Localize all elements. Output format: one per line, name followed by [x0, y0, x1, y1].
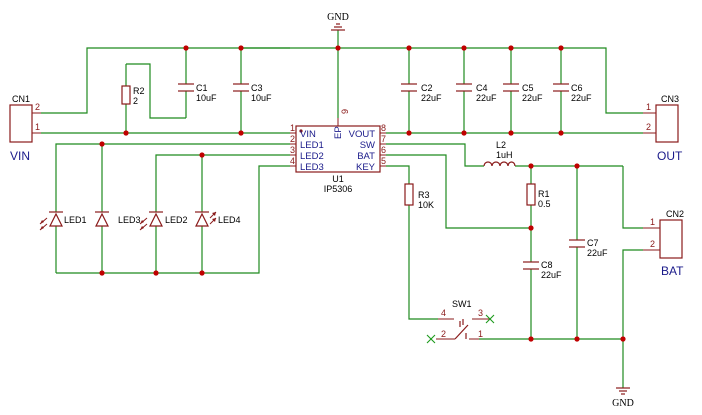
- u1-pin-num-1: 1: [290, 123, 295, 133]
- u1-ref: U1: [332, 174, 344, 184]
- led-led2: LED2: [139, 211, 188, 231]
- resistor-r3: R3 10K: [404, 183, 434, 210]
- cn3-pin-2: 2: [646, 122, 651, 132]
- cn1-ref: CN1: [12, 94, 30, 104]
- capacitor-c4: C4 22uF: [456, 83, 497, 103]
- led3-ref: LED3: [118, 215, 141, 225]
- cn1-pin-2: 2: [35, 102, 40, 112]
- c6-value: 22uF: [571, 93, 592, 103]
- cn1-pin-1: 1: [35, 122, 40, 132]
- gnd-symbol-bottom: GND: [612, 387, 634, 409]
- gnd-label-bottom: GND: [612, 398, 634, 409]
- c4-ref: C4: [476, 83, 488, 93]
- cn2-pin-2: 2: [650, 239, 655, 249]
- u1-pin-name-led1: LED1: [300, 140, 324, 151]
- led2-ref: LED2: [165, 215, 188, 225]
- r2-value: 2: [133, 96, 138, 106]
- u1-pin-name-ep: EP: [333, 126, 344, 139]
- led-led1: LED1: [39, 211, 87, 231]
- u1-pin-num-9: 9: [340, 109, 350, 114]
- gnd-label-top: GND: [327, 12, 349, 23]
- c8-value: 22uF: [541, 270, 562, 280]
- cn2-label: BAT: [661, 264, 684, 278]
- u1-pin-num-8: 8: [381, 123, 386, 133]
- cn1-label: VIN: [10, 149, 30, 163]
- sw1-pin-1: 1: [478, 329, 483, 339]
- led4-ref: LED4: [218, 215, 241, 225]
- c3-value: 10uF: [251, 93, 272, 103]
- u1-pin-num-2: 2: [290, 134, 295, 144]
- capacitor-c1: C1 10uF: [178, 83, 217, 103]
- switch-sw1: SW1 4 3 2 1: [426, 299, 495, 344]
- wires: [41, 30, 643, 388]
- u1-pin-name-key: KEY: [356, 162, 376, 173]
- c2-ref: C2: [421, 83, 433, 93]
- u1-pin-num-4: 4: [290, 156, 295, 166]
- sw1-ref: SW1: [452, 299, 472, 309]
- resistor-r2: R2 2: [121, 85, 145, 106]
- cn2-pin-1: 1: [650, 217, 655, 227]
- u1-pin-name-vout: VOUT: [349, 129, 376, 140]
- led-led3: LED3: [95, 211, 141, 227]
- c7-value: 22uF: [587, 248, 608, 258]
- led1-ref: LED1: [64, 215, 87, 225]
- capacitor-c5: C5 22uF: [503, 83, 543, 103]
- resistor-r1: R1 0.5: [526, 183, 551, 209]
- u1-pin-num-7: 7: [381, 134, 386, 144]
- r2-ref: R2: [133, 86, 145, 96]
- sw1-pin-3: 3: [478, 308, 483, 318]
- capacitor-c6: C6 22uF: [553, 83, 592, 103]
- c1-ref: C1: [196, 83, 208, 93]
- r1-value: 0.5: [538, 199, 551, 209]
- u1-pin-name-bat: BAT: [357, 151, 375, 162]
- u1-pin-num-5: 5: [381, 156, 386, 166]
- c3-ref: C3: [251, 83, 263, 93]
- capacitor-c3: C3 10uF: [233, 83, 272, 103]
- cn3-pin-1: 1: [646, 102, 651, 112]
- ic-u1: 1 2 3 4 VIN LED1 LED2 LED3 8 7 6 5 VOUT …: [290, 109, 386, 194]
- capacitor-c2: C2 22uF: [401, 83, 442, 103]
- u1-pin-num-6: 6: [381, 145, 386, 155]
- u1-pin-name-led2: LED2: [300, 151, 324, 162]
- c5-value: 22uF: [522, 93, 543, 103]
- c1-value: 10uF: [196, 93, 217, 103]
- c5-ref: C5: [522, 83, 534, 93]
- connector-cn3: CN3 1 2 OUT: [643, 94, 683, 163]
- l2-value: 1uH: [496, 150, 513, 160]
- connector-cn1: CN1 2 1 VIN: [9, 94, 41, 163]
- c2-value: 22uF: [421, 93, 442, 103]
- u1-pin-name-vin: VIN: [300, 129, 316, 140]
- cn3-ref: CN3: [661, 94, 679, 104]
- c7-ref: C7: [587, 238, 599, 248]
- connector-cn2: CN2 1 2 BAT: [643, 209, 684, 278]
- l2-ref: L2: [496, 140, 506, 150]
- capacitor-c7: C7 22uF: [569, 238, 608, 258]
- u1-pin-name-led3: LED3: [300, 162, 324, 173]
- r3-value: 10K: [418, 200, 434, 210]
- r1-ref: R1: [538, 189, 550, 199]
- cn3-label: OUT: [657, 149, 683, 163]
- sw1-pin-4: 4: [441, 308, 446, 318]
- u1-pin-name-sw: SW: [360, 140, 375, 151]
- gnd-symbol-top: GND: [327, 12, 349, 31]
- led-led4: LED4: [195, 211, 241, 227]
- c6-ref: C6: [571, 83, 583, 93]
- u1-value: IP5306: [324, 184, 353, 194]
- cn2-ref: CN2: [666, 209, 684, 219]
- c4-value: 22uF: [476, 93, 497, 103]
- junctions: [99, 45, 626, 342]
- u1-pin-num-3: 3: [290, 145, 295, 155]
- inductor-l2: L2 1uH: [483, 140, 516, 167]
- sw1-pin-2: 2: [441, 329, 446, 339]
- capacitor-c8: C8 22uF: [523, 260, 562, 280]
- c8-ref: C8: [541, 260, 553, 270]
- r3-ref: R3: [418, 190, 430, 200]
